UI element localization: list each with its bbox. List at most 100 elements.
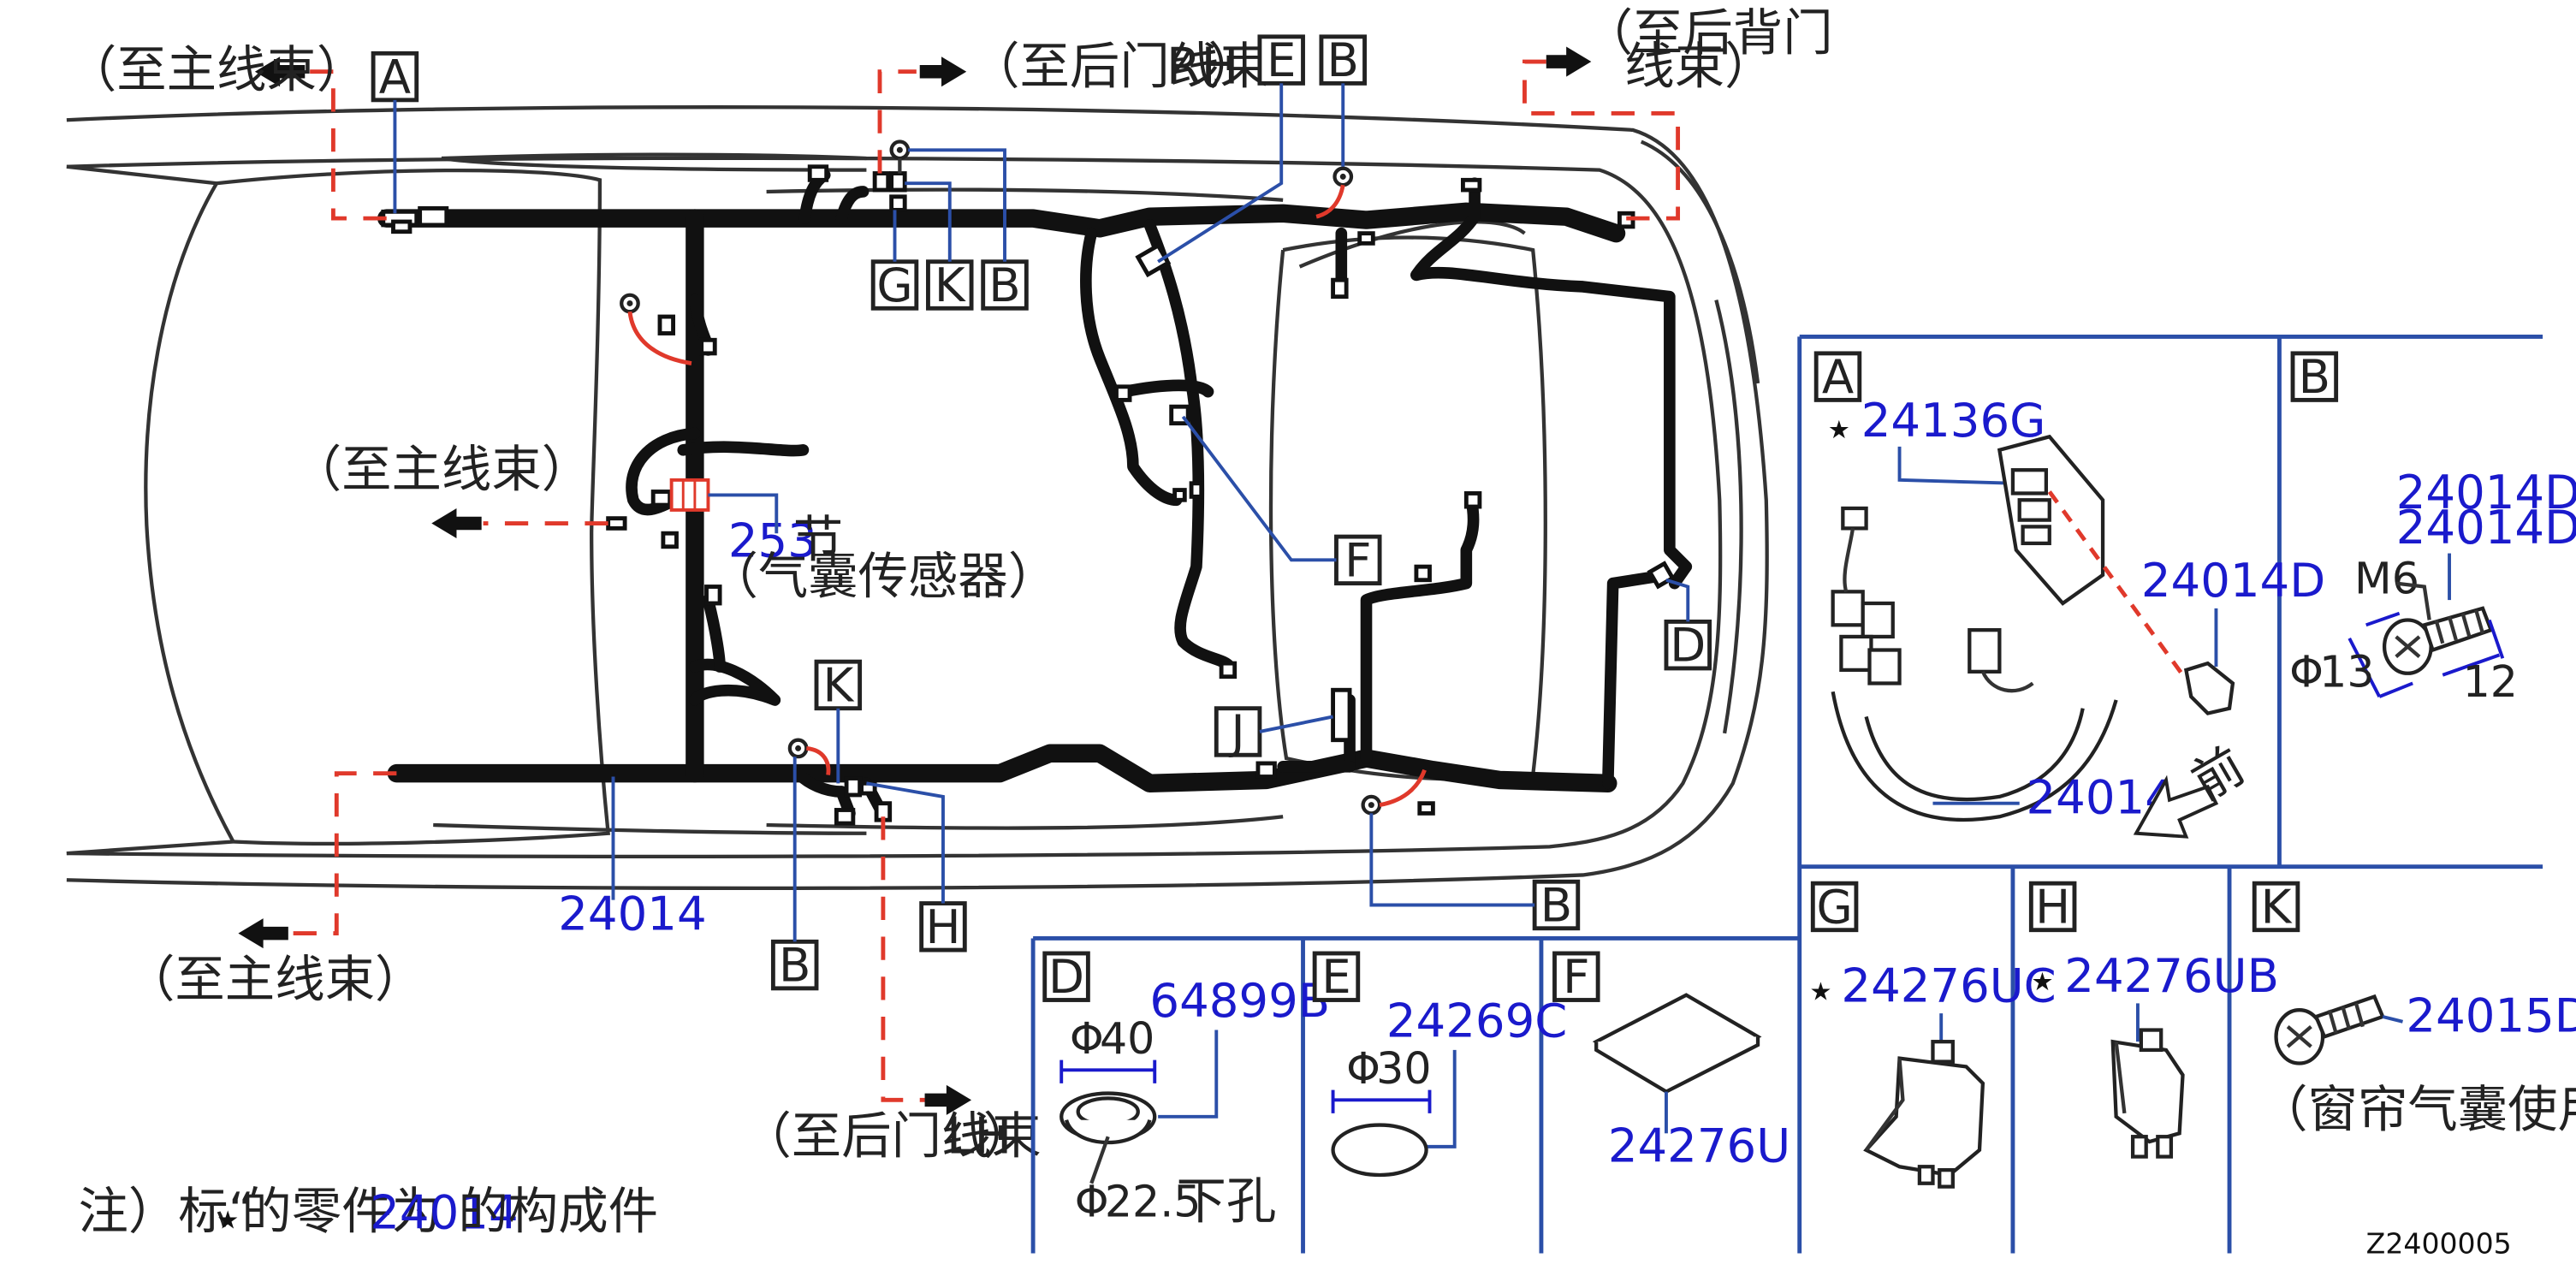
label-to-rear-door: （至后门线束 <box>970 37 1269 95</box>
star-icon: ★ <box>1828 415 1850 444</box>
star-icon: ★ <box>217 1205 239 1234</box>
label-close-paren: ） <box>983 1107 1033 1166</box>
label-length: 12 <box>2463 656 2518 707</box>
diameter-icon: Φ <box>1075 1177 1109 1227</box>
label-down-hole: 下孔 <box>1177 1172 1277 1231</box>
note-suffix: 的构成件 <box>458 1182 658 1240</box>
callout-e: E <box>1157 33 1305 264</box>
harness-connectors <box>381 164 1676 826</box>
part-number-24014d: 24014D <box>2141 553 2325 608</box>
svg-text:K: K <box>822 657 854 712</box>
part-number-64899b: 64899B <box>1149 973 1330 1028</box>
callout-g: G <box>870 210 919 312</box>
svg-text:K: K <box>2261 879 2293 934</box>
arrow-right-icon <box>919 56 967 87</box>
part-number-24014db: 24014DB <box>2396 500 2576 555</box>
svg-text:B: B <box>988 258 1020 312</box>
callout-k: K <box>814 657 863 784</box>
diagram-code: Z2400005 <box>2366 1227 2512 1261</box>
svg-text:A: A <box>1822 349 1854 404</box>
part-number-24269c: 24269C <box>1386 993 1567 1047</box>
callout-b: B <box>1319 33 1367 167</box>
arrow-right-icon <box>924 1084 972 1115</box>
svg-text:E: E <box>1321 949 1350 1004</box>
label-inner-diameter: 22.5 <box>1105 1177 1202 1227</box>
label-jie: 节 <box>793 510 843 568</box>
part-number-24015d: 24015D <box>2406 988 2576 1042</box>
callout-h: H <box>866 781 967 954</box>
label-diameter: 30 <box>1376 1043 1431 1094</box>
svg-text:J: J <box>1229 704 1245 759</box>
svg-text:D: D <box>1670 618 1706 673</box>
label-to-main-harness: （至主线束） <box>67 40 366 98</box>
note-part-number: 24014 <box>370 1184 518 1239</box>
note-mid: 的零件为 <box>241 1182 442 1240</box>
callout-j: J <box>1214 704 1333 759</box>
routing-dashed-lines <box>291 59 1681 1102</box>
detail-panel-grid <box>1030 334 2543 1254</box>
label-rh: RH <box>1166 37 1239 95</box>
svg-text:A: A <box>379 50 411 104</box>
part-number-24014da: 24014DA <box>2396 465 2576 519</box>
arrow-left-icon <box>254 56 306 87</box>
arrow-left-icon <box>431 507 482 539</box>
callout-d: D <box>1664 578 1712 673</box>
label-to-main-harness: （至主线束） <box>292 441 591 499</box>
detail-panel-b: B 24014DA 24014DB M6 Φ 13 12 <box>2289 349 2576 707</box>
label-to-rear-gate-2: 线束） <box>1624 37 1774 95</box>
callout-boxes: A E B G K B F <box>371 33 1712 993</box>
callout-k: K <box>905 181 974 312</box>
label-lh: LH <box>947 1107 1012 1166</box>
svg-text:H: H <box>925 899 960 954</box>
svg-text:F: F <box>1563 949 1589 1004</box>
detail-panel-g: G ★ 24276UC <box>1809 879 2057 1189</box>
diameter-icon: Φ <box>1346 1043 1380 1094</box>
arrow-right-icon <box>1546 46 1592 77</box>
detail-panel-f: F 24276U <box>1552 949 1790 1172</box>
label-bolt-size: M6 <box>2354 553 2419 603</box>
detail-panel-k: K 24015D （窗帘气囊使用时） <box>2252 879 2576 1139</box>
footnote: 注）标“ ★ 的零件为 24014 的构成件 <box>79 1182 659 1240</box>
callout-f: F <box>1181 415 1382 587</box>
label-to-rear-door: （至后门线束 <box>741 1107 1041 1166</box>
callout-a: A <box>371 50 419 214</box>
detail-panel-d: D 64899B Φ 40 Φ 22.5 下孔 <box>1042 949 1330 1231</box>
svg-text:D: D <box>1048 949 1084 1004</box>
star-icon: ★ <box>2031 967 2053 996</box>
svg-text:E: E <box>1267 33 1296 87</box>
svg-text:B: B <box>1540 877 1572 932</box>
detail-panel-h: H ★ 24276UB <box>2028 879 2279 1159</box>
svg-text:K: K <box>935 258 966 312</box>
svg-text:B: B <box>1327 33 1359 87</box>
detail-panel-e: E 24269C Φ 30 <box>1312 949 1567 1178</box>
diameter-icon: Φ <box>1070 1013 1104 1064</box>
callout-b: B <box>770 757 819 993</box>
note-prefix: 注）标“ <box>79 1182 254 1240</box>
label-to-rear-gate: （至后背门 <box>1583 3 1833 62</box>
part-number-24276uc: 24276UC <box>1841 958 2056 1012</box>
label-outer-diameter: 40 <box>1100 1013 1154 1064</box>
arrow-left-icon <box>238 918 288 949</box>
label-diameter: 13 <box>2319 646 2374 697</box>
svg-text:G: G <box>1816 879 1852 934</box>
label-to-main-harness: （至主线束） <box>125 951 424 1009</box>
callout-b: B <box>1369 813 1581 933</box>
part-number-24276u: 24276U <box>1608 1118 1790 1172</box>
ground-eyelets <box>620 139 1427 816</box>
svg-text:B: B <box>2299 349 2330 404</box>
label-curtain-airbag: （窗帘气囊使用时） <box>2258 1081 2576 1139</box>
detail-panel-a: A ★ 24136G 24014D 24014 前 <box>1813 349 2325 839</box>
part-number-24276ub: 24276UB <box>2064 948 2279 1003</box>
arrow-front-icon <box>2133 774 2219 839</box>
label-airbag-sensor: （气囊传感器） <box>708 547 1058 605</box>
star-icon: ★ <box>1809 977 1831 1006</box>
svg-text:B: B <box>779 938 810 993</box>
diameter-icon: Φ <box>2289 646 2324 697</box>
callout-b: B <box>908 148 1029 312</box>
part-number-24014: 24014 <box>558 887 706 941</box>
svg-text:F: F <box>1344 532 1371 587</box>
routing-labels: （至主线束） （至后门线束 RH ） （至后背门 线束） （至主线束） 253 … <box>67 3 1833 1165</box>
svg-text:G: G <box>876 258 912 312</box>
routing-arrows <box>238 46 1592 1115</box>
